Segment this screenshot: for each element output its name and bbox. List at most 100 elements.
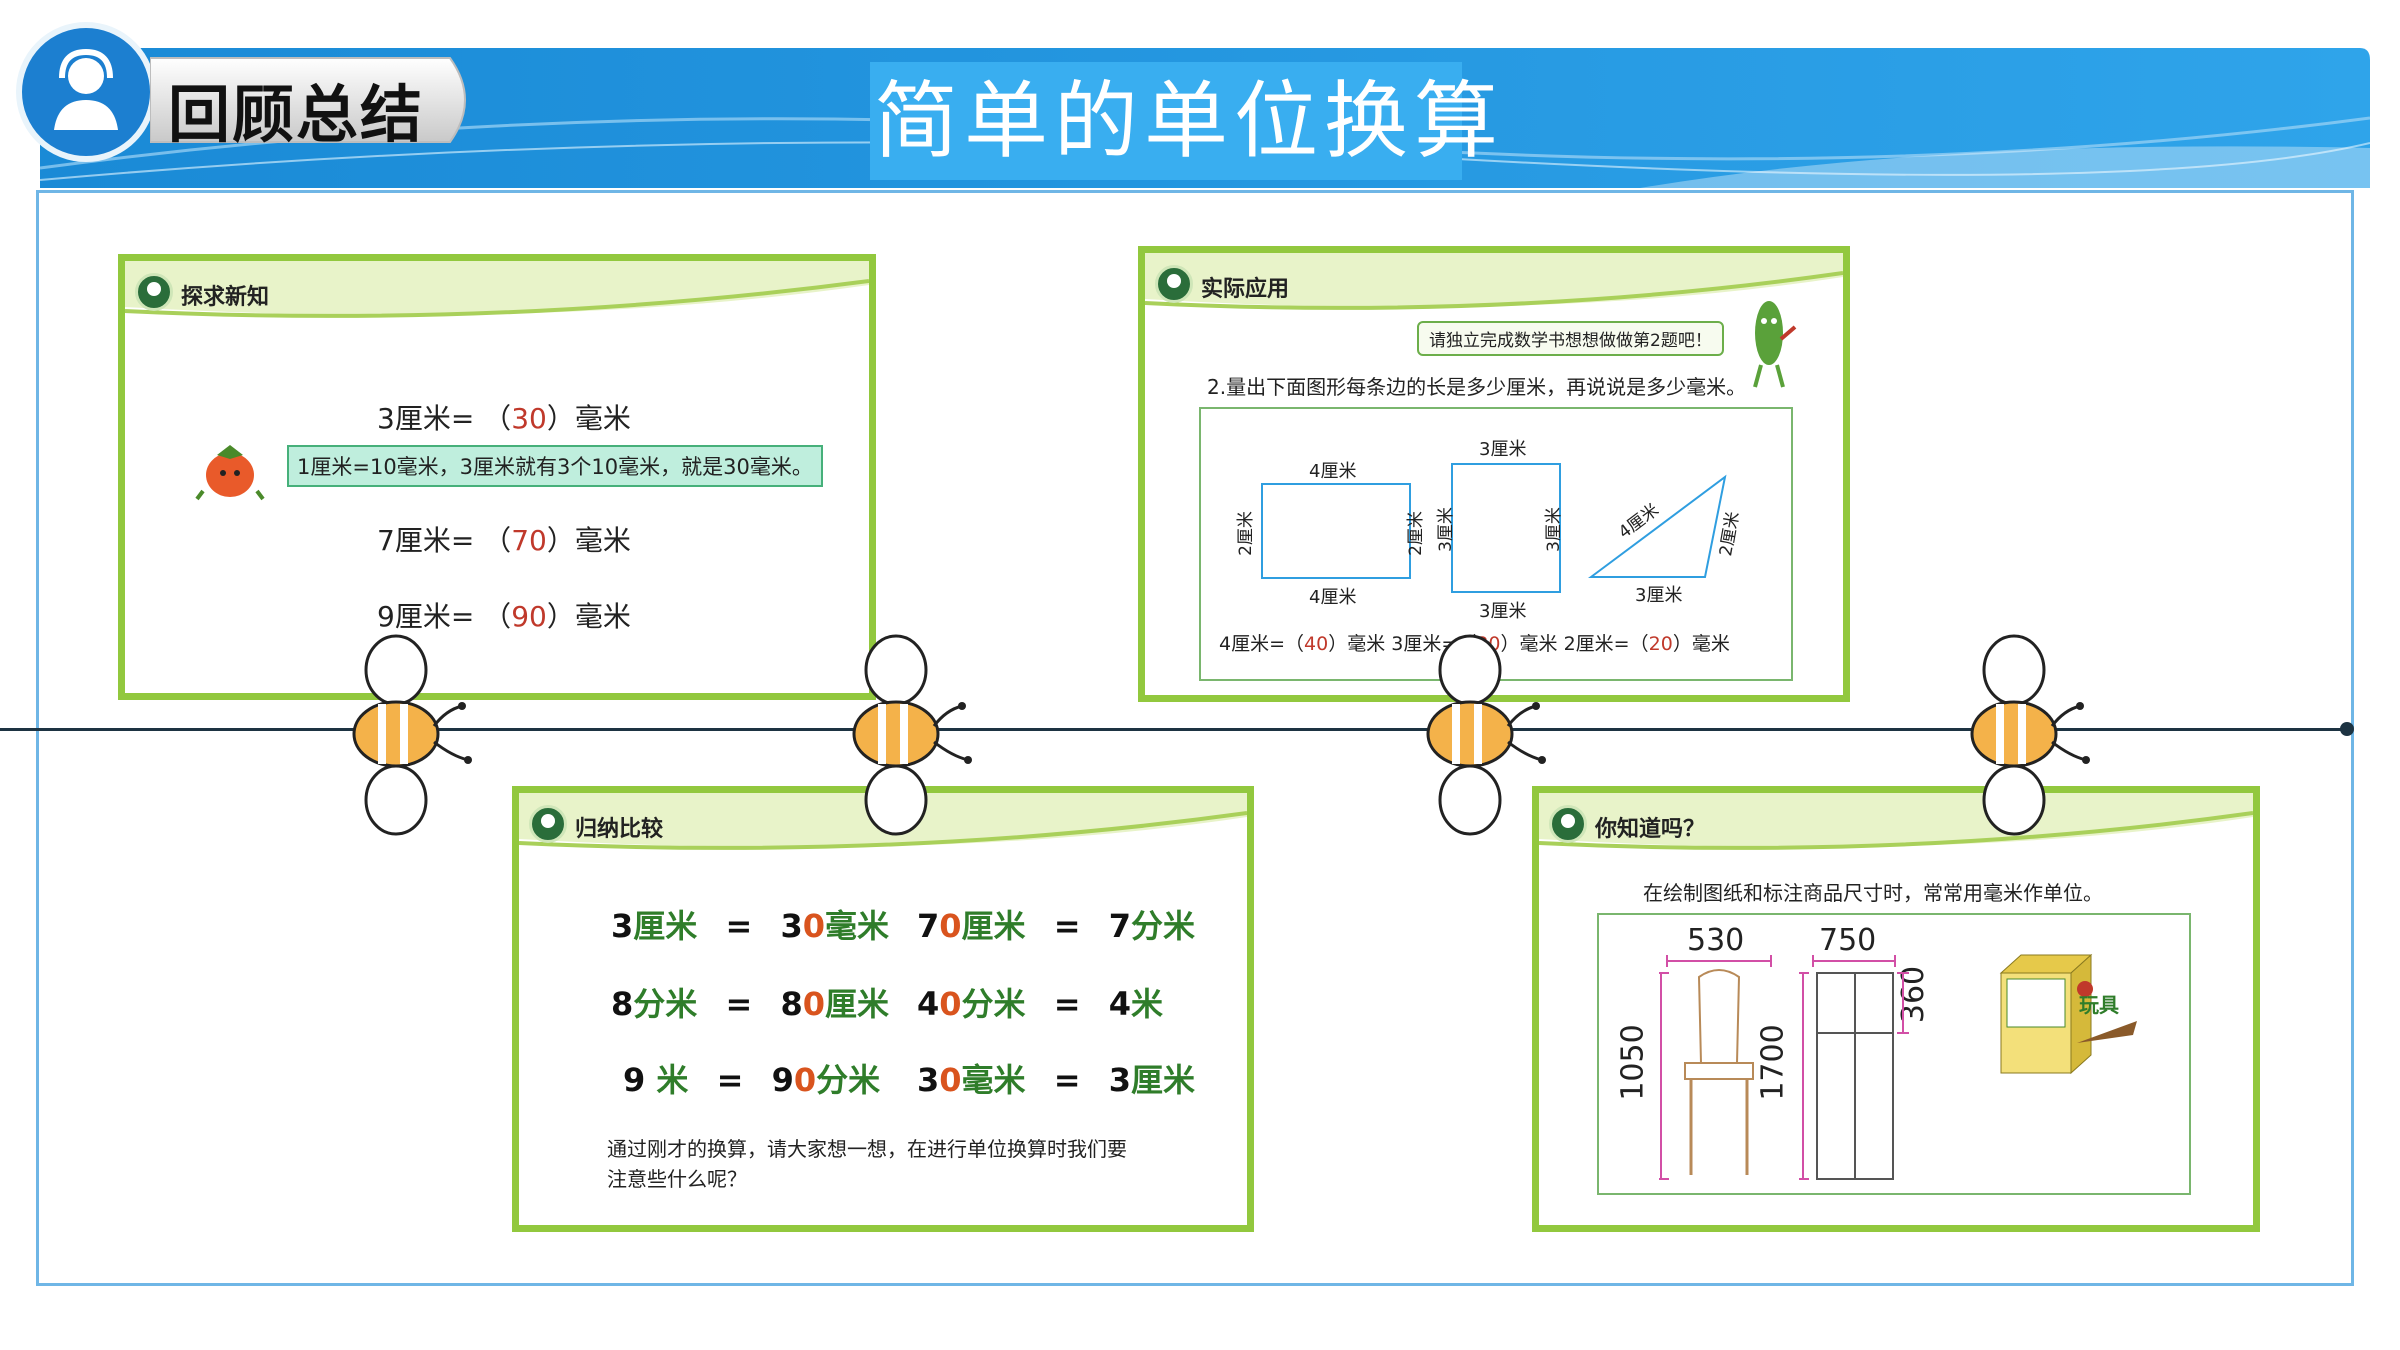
equals-sign: = [1053, 907, 1081, 945]
left2-result-zero: 0 [802, 985, 825, 1023]
line1-prefix: 3厘米= [377, 402, 475, 435]
compare-row-left-2: 8分米 = 80厘米 [611, 979, 889, 1025]
left3-result-zero: 0 [793, 1061, 817, 1099]
left3-result-number: 9 [771, 1061, 794, 1099]
equals-sign: = [716, 1061, 744, 1099]
left2-unit: 分米 [633, 985, 698, 1023]
left2-number: 8 [611, 985, 634, 1023]
conversion-line-3: 9厘米= （90）毫米 [377, 600, 631, 633]
card-badge-icon [1155, 265, 1193, 303]
rectangle-shape [1261, 483, 1411, 579]
instruction-bubble: 请独立完成数学书想想做做第2题吧！ [1417, 321, 1724, 356]
equals-sign: = [1053, 985, 1081, 1023]
line3-answer: 90 [511, 600, 547, 633]
line3-prefix: 9厘米= [377, 600, 475, 633]
timeline-end-dot [2340, 722, 2354, 736]
card-title: 归纳比较 [575, 817, 664, 842]
card-badge-icon [1549, 805, 1587, 843]
chair-height-label: 1050 [1615, 1024, 1651, 1101]
line2-prefix: 7厘米= [377, 524, 475, 557]
headset-badge [16, 22, 156, 162]
right3-number: 3 [917, 1061, 940, 1099]
ans3-unit: 毫米 [1691, 633, 1730, 655]
ans2-prefix: 3厘米= [1391, 633, 1458, 655]
card-header-swoosh [1539, 793, 2253, 850]
rect-right-label: 2厘米 [1405, 511, 1426, 556]
tip-box: 1厘米=10毫米，3厘米就有3个10毫米，就是30毫米。 [287, 445, 823, 487]
square-shape [1451, 463, 1561, 593]
card-badge-icon [135, 273, 173, 311]
left3-result-unit: 分米 [816, 1061, 881, 1099]
square-right-label: 3厘米 [1543, 507, 1564, 552]
compare-row-left-3: 9 米 = 90分米 [623, 1055, 880, 1101]
card-title: 探求新知 [181, 285, 270, 310]
left2-result-unit: 厘米 [824, 985, 889, 1023]
line2-answer: 70 [511, 524, 547, 557]
prompt-line-2: 注意些什么呢？ [607, 1167, 747, 1191]
equals-sign: = [1053, 1061, 1081, 1099]
timeline [0, 728, 2348, 731]
left1-number: 3 [611, 907, 634, 945]
card-explore: 探求新知 3厘米= （30）毫米 1厘米=10毫米，3厘米就有3个10毫米，就是… [118, 254, 876, 700]
card-compare: 归纳比较 3厘米 = 30毫米 8分米 = 80厘米 9 米 = 90分米 70… [512, 786, 1254, 1232]
square-left-label: 3厘米 [1435, 507, 1456, 552]
bee-marker-3-icon [1426, 634, 1546, 836]
rect-top-label: 4厘米 [1309, 461, 1357, 482]
bee-marker-2-icon [852, 634, 972, 836]
wardrobe-width-label: 750 [1819, 923, 1877, 958]
ans3-prefix: 2厘米= [1563, 633, 1630, 655]
right3-unit: 毫米 [961, 1061, 1026, 1099]
line3-unit: 毫米 [574, 600, 631, 633]
left3-unit: 米 [656, 1061, 689, 1099]
left1-result-number: 3 [780, 907, 803, 945]
right2-zero: 0 [939, 985, 962, 1023]
conversion-line-2: 7厘米= （70）毫米 [377, 524, 631, 557]
prompt-line-1: 通过刚才的换算，请大家想一想，在进行单位换算时我们要 [607, 1137, 1127, 1161]
rect-bottom-label: 4厘米 [1309, 587, 1357, 608]
cucumber-mascot-icon [1753, 301, 1797, 388]
line1-answer: 30 [511, 402, 547, 435]
right2-result-number: 4 [1108, 985, 1131, 1023]
card-header-swoosh [1145, 253, 1843, 310]
card-header-swoosh [125, 261, 869, 318]
card-badge-icon [529, 805, 567, 843]
left1-result-unit: 毫米 [824, 907, 889, 945]
strawberry-mascot-icon [195, 445, 265, 501]
triangle-shape [1587, 474, 1727, 578]
right2-unit: 分米 [961, 985, 1026, 1023]
content-frame [36, 190, 2354, 1286]
right1-result-unit: 分米 [1130, 907, 1195, 945]
ans3-answer: 20 [1648, 633, 1673, 655]
bee-marker-4-icon [1970, 634, 2090, 836]
drawings-box [1597, 913, 2191, 1195]
compare-row-right-3: 30毫米 = 3厘米 [917, 1055, 1195, 1101]
chair-drawing [1659, 955, 1772, 1180]
card-title: 实际应用 [1201, 277, 1290, 302]
conversion-line-1: 3厘米= （30）毫米 [377, 402, 631, 435]
line1-unit: 毫米 [574, 402, 631, 435]
triangle-base-label: 3厘米 [1635, 585, 1683, 606]
answer-line: 4厘米=（40）毫米 3厘米=（30）毫米 2厘米=（20）毫米 [1219, 633, 1730, 655]
right1-zero: 0 [939, 907, 962, 945]
question-text: 2.量出下面图形每条边的长是多少厘米，再说说是多少毫米。 [1207, 375, 1747, 399]
left1-unit: 厘米 [633, 907, 698, 945]
card-title: 你知道吗？ [1595, 817, 1706, 842]
section-label-bg [150, 57, 466, 143]
equals-sign: = [725, 907, 753, 945]
line2-unit: 毫米 [574, 524, 631, 557]
compare-row-right-2: 40分米 = 4米 [917, 979, 1163, 1025]
square-bottom-label: 3厘米 [1479, 601, 1527, 622]
right3-result-number: 3 [1108, 1061, 1131, 1099]
toy-box-label: 玩具 [2079, 993, 2119, 1017]
equals-sign: = [725, 985, 753, 1023]
right1-result-number: 7 [1108, 907, 1131, 945]
wardrobe-drawing [1799, 955, 1909, 1180]
toy-box-drawing [1999, 953, 2137, 1075]
card-know: 你知道吗？ 在绘制图纸和标注商品尺寸时，常常用毫米作单位。 530 1050 7… [1532, 786, 2260, 1232]
bee-marker-1-icon [352, 634, 472, 836]
right2-number: 4 [917, 985, 940, 1023]
right2-result-unit: 米 [1130, 985, 1163, 1023]
compare-row-right-1: 70厘米 = 7分米 [917, 901, 1195, 947]
section-label: 回顾总结 [168, 78, 425, 151]
rect-left-label: 2厘米 [1235, 511, 1256, 556]
